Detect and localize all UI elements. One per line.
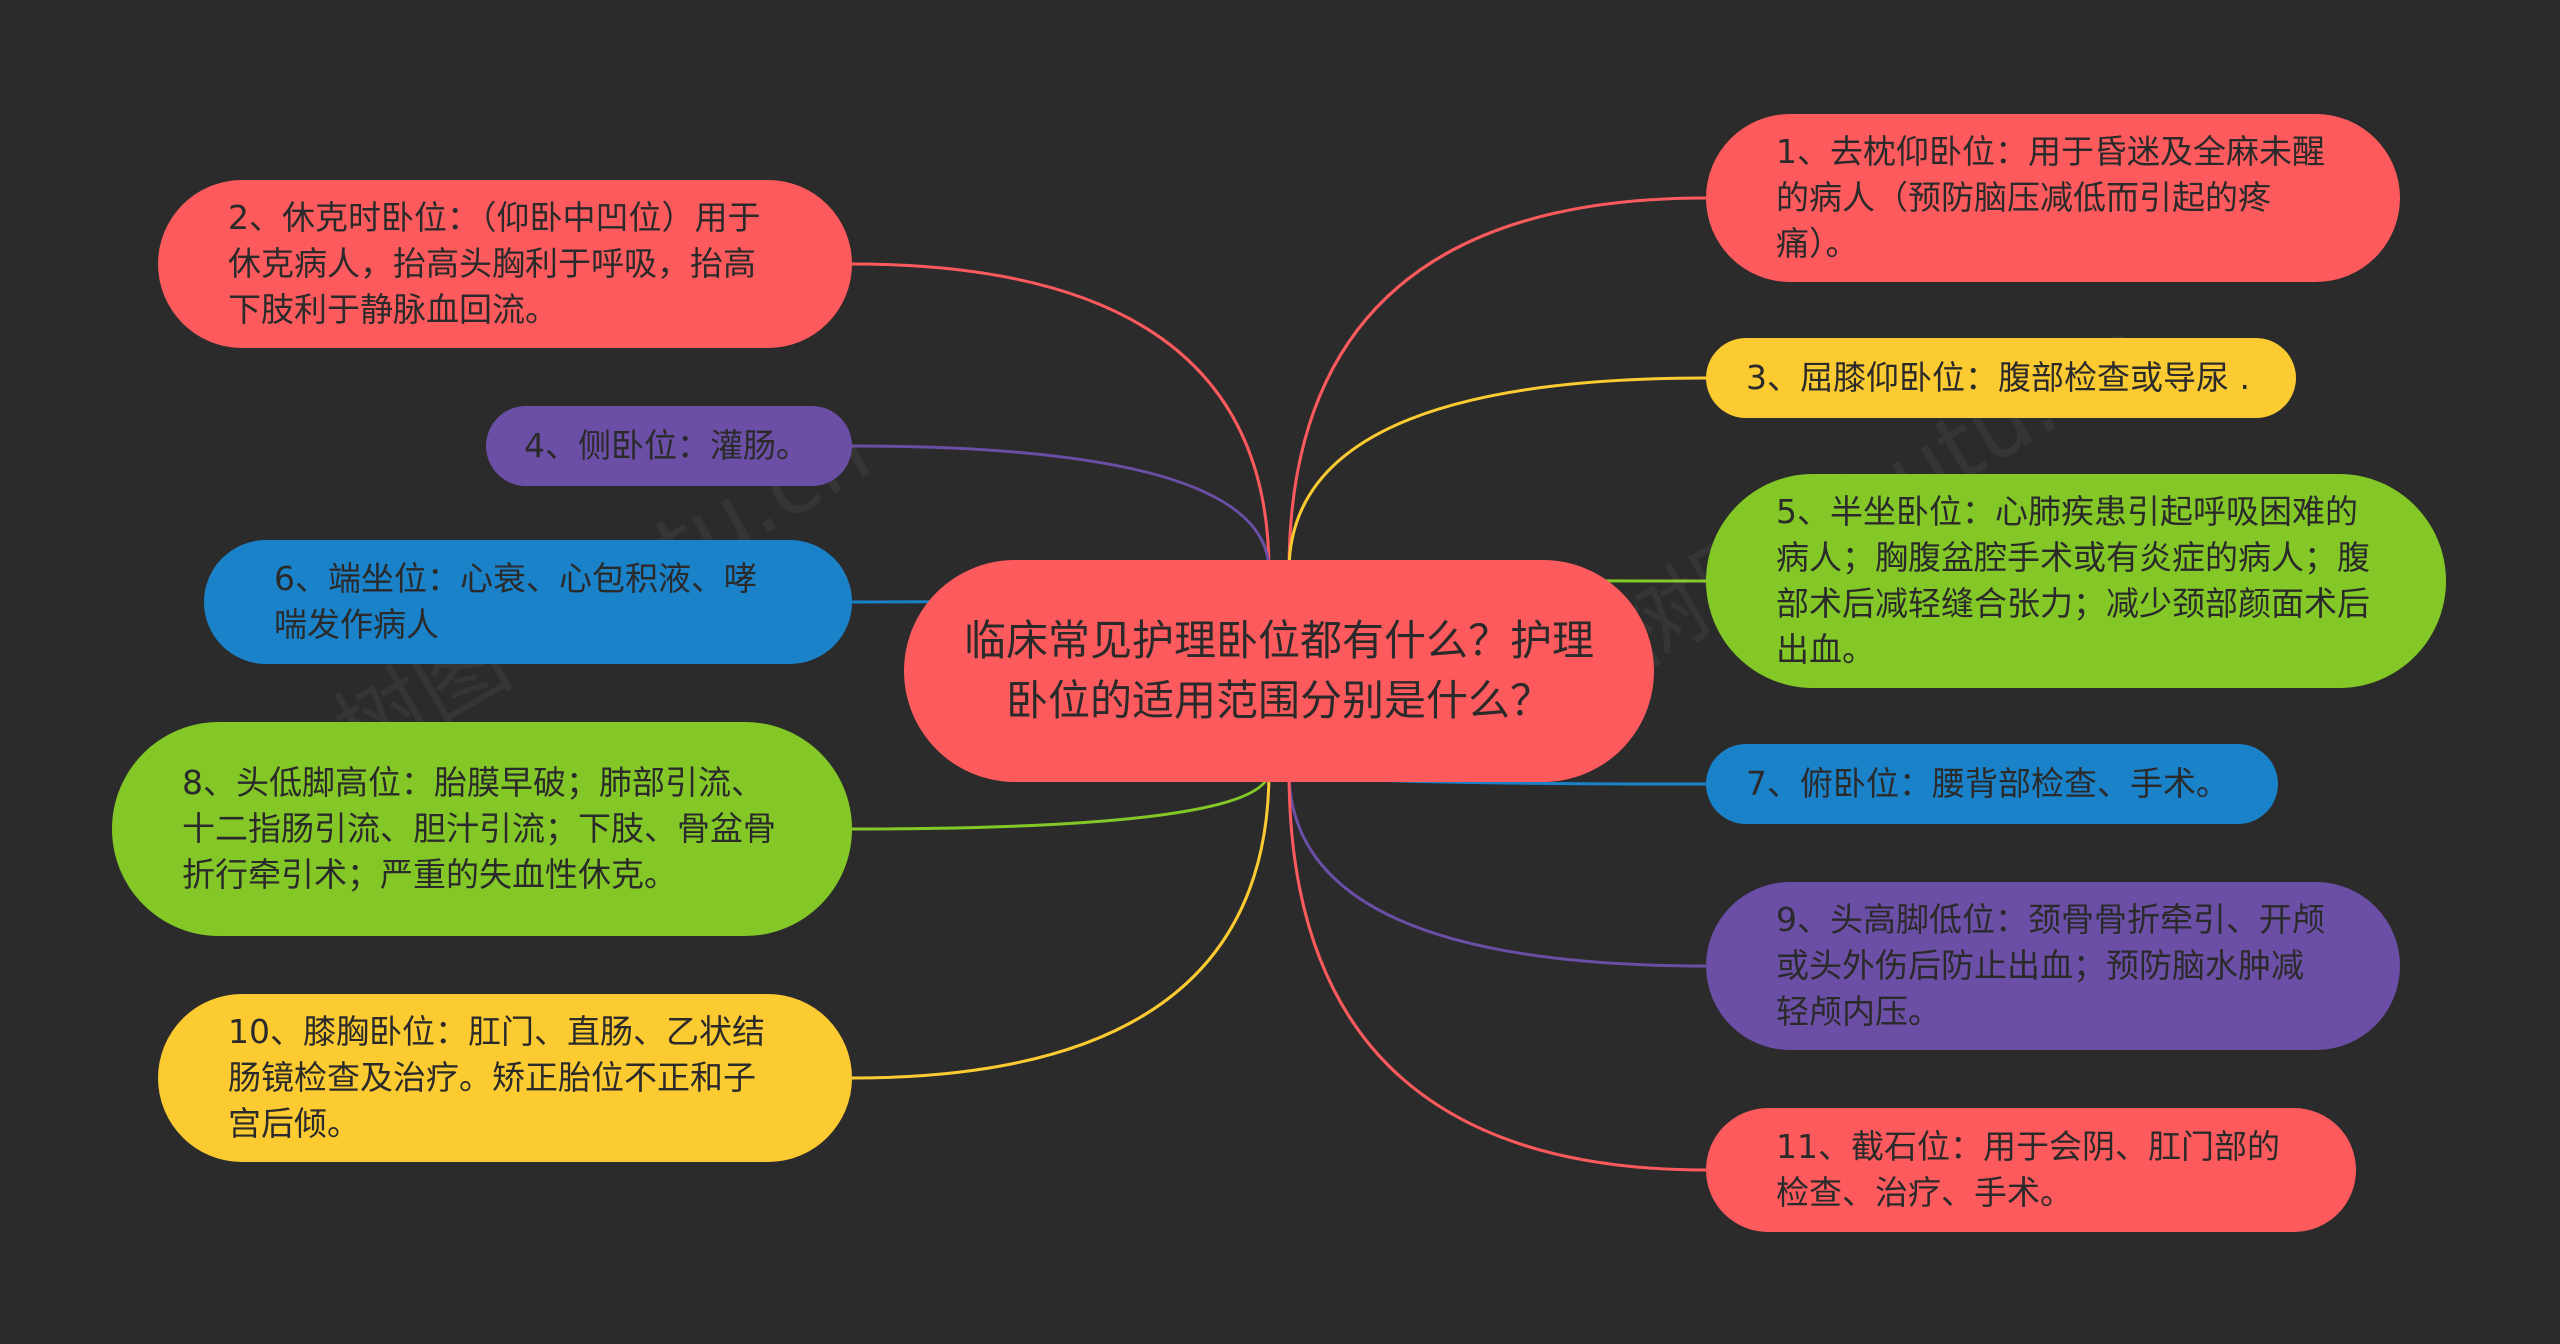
connector-line	[1287, 770, 1707, 1172]
connector-line	[1287, 770, 1707, 968]
connector-line	[851, 262, 1271, 572]
connector-line	[851, 444, 1271, 572]
topic-node-4[interactable]: 4、侧卧位：灌肠。	[486, 406, 852, 486]
topic-node-label: 3、屈膝仰卧位：腹部检查或导尿 .	[1746, 358, 2250, 397]
topic-node-1[interactable]: 1、去枕仰卧位：用于昏迷及全麻未醒的病人（预防脑压减低而引起的疼痛）。	[1706, 114, 2400, 282]
topic-node-label: 1、去枕仰卧位：用于昏迷及全麻未醒的病人（预防脑压减低而引起的疼痛）。	[1776, 132, 2325, 263]
central-topic[interactable]: 临床常见护理卧位都有什么？护理卧位的适用范围分别是什么？	[904, 560, 1654, 782]
topic-node-label: 8、头低脚高位：胎膜早破；肺部引流、十二指肠引流、胆汁引流；下肢、骨盆骨折行牵引…	[182, 763, 776, 894]
topic-node-6[interactable]: 6、端坐位：心衰、心包积液、哮喘发作病人	[204, 540, 852, 664]
topic-node-label: 4、侧卧位：灌肠。	[524, 426, 809, 465]
connector-line	[1287, 196, 1707, 572]
topic-node-5[interactable]: 5、半坐卧位：心肺疾患引起呼吸困难的病人；胸腹盆腔手术或有炎症的病人；腹部术后减…	[1706, 474, 2446, 688]
topic-node-label: 6、端坐位：心衰、心包积液、哮喘发作病人	[274, 559, 757, 644]
topic-node-7[interactable]: 7、俯卧位：腰背部检查、手术。	[1706, 744, 2278, 824]
topic-node-label: 10、膝胸卧位：肛门、直肠、乙状结肠镜检查及治疗。矫正胎位不正和子宫后倾。	[228, 1012, 765, 1143]
topic-node-2[interactable]: 2、休克时卧位：（仰卧中凹位）用于休克病人，抬高头胸利于呼吸，抬高下肢利于静脉血…	[158, 180, 852, 348]
topic-node-9[interactable]: 9、头高脚低位：颈骨骨折牵引、开颅或头外伤后防止出血；预防脑水肿减轻颅内压。	[1706, 882, 2400, 1050]
topic-node-label: 5、半坐卧位：心肺疾患引起呼吸困难的病人；胸腹盆腔手术或有炎症的病人；腹部术后减…	[1776, 492, 2370, 669]
topic-node-8[interactable]: 8、头低脚高位：胎膜早破；肺部引流、十二指肠引流、胆汁引流；下肢、骨盆骨折行牵引…	[112, 722, 852, 936]
topic-node-11[interactable]: 11、截石位：用于会阴、肛门部的检查、治疗、手术。	[1706, 1108, 2356, 1232]
topic-node-label: 9、头高脚低位：颈骨骨折牵引、开颅或头外伤后防止出血；预防脑水肿减轻颅内压。	[1776, 900, 2325, 1031]
topic-node-label: 7、俯卧位：腰背部检查、手术。	[1746, 764, 2229, 803]
connector-line	[1287, 376, 1707, 572]
topic-node-10[interactable]: 10、膝胸卧位：肛门、直肠、乙状结肠镜检查及治疗。矫正胎位不正和子宫后倾。	[158, 994, 852, 1162]
topic-node-label: 2、休克时卧位：（仰卧中凹位）用于休克病人，抬高头胸利于呼吸，抬高下肢利于静脉血…	[228, 198, 761, 329]
topic-node-3[interactable]: 3、屈膝仰卧位：腹部检查或导尿 .	[1706, 338, 2296, 418]
topic-node-label: 11、截石位：用于会阴、肛门部的检查、治疗、手术。	[1776, 1127, 2280, 1212]
central-topic-title: 临床常见护理卧位都有什么？护理卧位的适用范围分别是什么？	[964, 616, 1595, 725]
connector-line	[851, 770, 1271, 831]
connector-line	[851, 770, 1271, 1080]
